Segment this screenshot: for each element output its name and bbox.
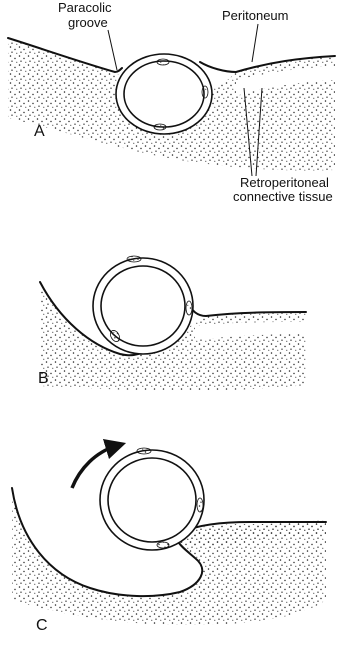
label-retro-1: Retroperitoneal xyxy=(240,175,329,190)
panel-c-colon xyxy=(100,448,204,550)
label-peritoneum: Peritoneum xyxy=(222,8,288,23)
label-paracolic-2: groove xyxy=(68,15,108,30)
label-retro-2: connective tissue xyxy=(233,189,333,204)
panel-label-a: A xyxy=(34,123,45,140)
leader-peritoneum xyxy=(252,24,258,62)
label-paracolic-1: Paracolic xyxy=(58,0,112,15)
panel-c: C xyxy=(12,446,326,634)
panel-label-c: C xyxy=(36,617,48,634)
panel-label-b: B xyxy=(38,370,49,387)
panel-a-colon xyxy=(116,54,212,134)
panel-b-colon xyxy=(93,256,193,354)
panel-b: B xyxy=(38,256,306,390)
panel-a: Paracolic groove Peritoneum Retroperiton… xyxy=(8,0,335,204)
leader-paracolic xyxy=(108,30,117,70)
